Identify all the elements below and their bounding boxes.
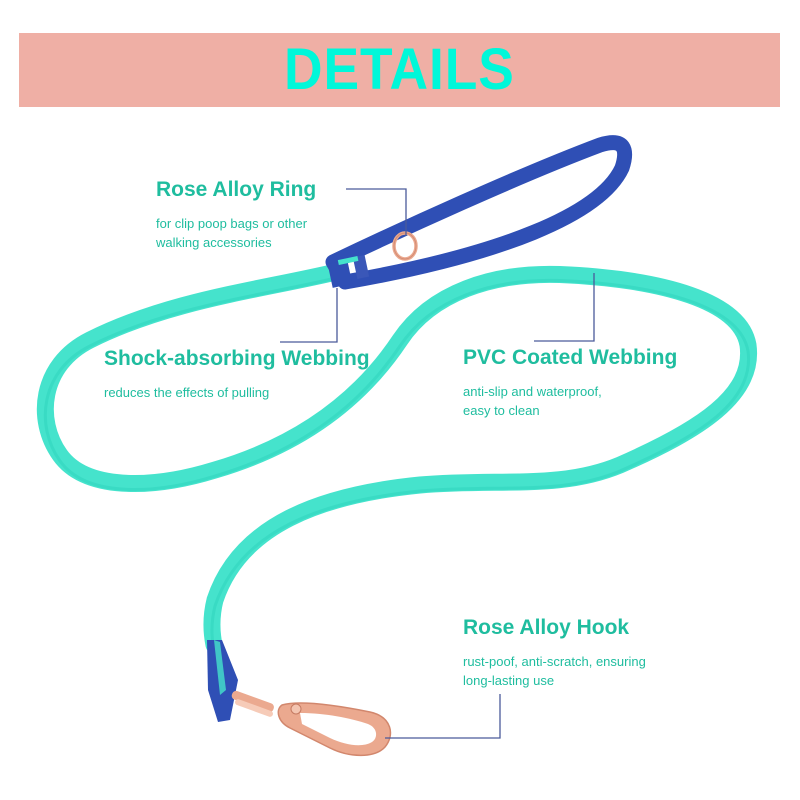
pvc-leader-line xyxy=(534,273,595,342)
callout-rose-alloy-hook: Rose Alloy Hook rust-poof, anti-scratch,… xyxy=(463,616,646,690)
callout-shock-absorbing-webbing: Shock-absorbing Webbing reduces the effe… xyxy=(104,347,370,402)
rose-alloy-hook xyxy=(207,640,392,757)
callout-title: Shock-absorbing Webbing xyxy=(104,347,370,370)
handle-stitch-patch xyxy=(327,260,353,288)
callout-lines xyxy=(280,188,595,739)
callout-rose-alloy-ring: Rose Alloy Ring for clip poop bags or ot… xyxy=(156,178,316,252)
callout-desc: reduces the effects of pulling xyxy=(104,385,270,400)
rose-alloy-ring xyxy=(392,231,418,261)
callout-title: Rose Alloy Ring xyxy=(156,178,317,201)
pvc-webbing-leash xyxy=(36,263,758,654)
callout-desc: for clip poop bags or other walking acce… xyxy=(156,216,308,250)
hook-leader-line xyxy=(385,694,501,739)
callout-pvc-coated-webbing: PVC Coated Webbing anti-slip and waterpr… xyxy=(463,346,677,420)
banner-title: DETAILS xyxy=(284,37,515,102)
callout-title: Rose Alloy Hook xyxy=(463,616,630,639)
ring-leader-line xyxy=(346,188,407,236)
callout-desc: anti-slip and waterproof, easy to clean xyxy=(463,384,602,418)
callout-desc: rust-poof, anti-scratch, ensuring long-l… xyxy=(463,654,646,688)
details-banner: DETAILS xyxy=(19,33,780,107)
shock-leader-line xyxy=(280,288,338,343)
callout-title: PVC Coated Webbing xyxy=(463,346,678,369)
blue-handle-loop xyxy=(325,135,633,290)
